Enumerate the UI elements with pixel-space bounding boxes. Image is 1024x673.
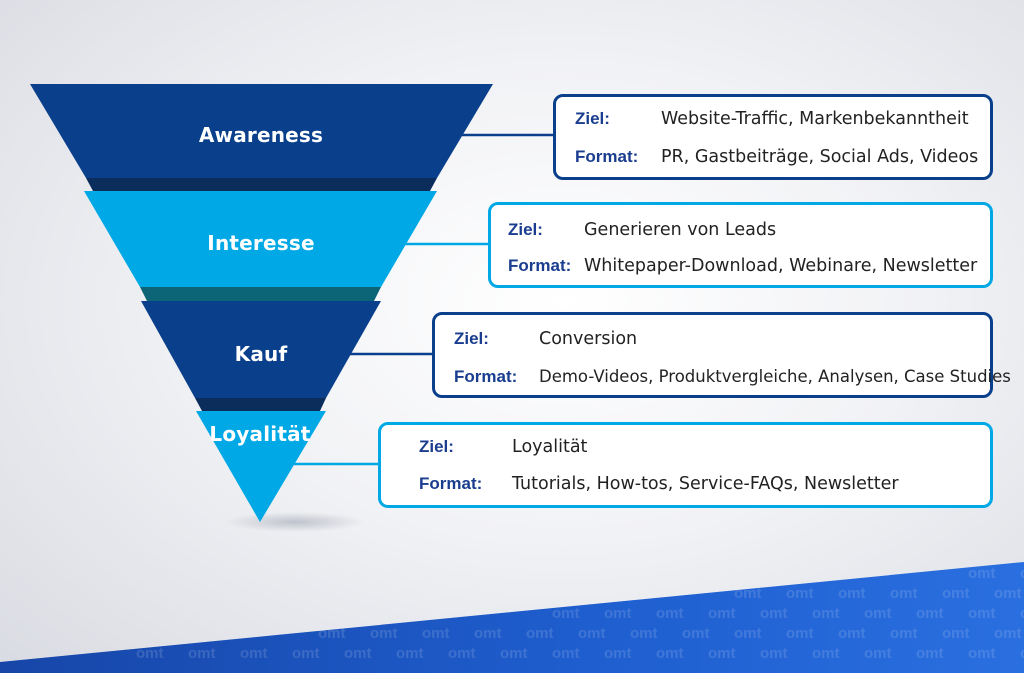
watermark-text: omt: [786, 585, 814, 602]
watermark-text: omt: [890, 585, 918, 602]
watermark-text: omt: [838, 585, 866, 602]
watermark-text: omt: [734, 625, 762, 642]
ziel-key: Ziel:: [419, 437, 454, 456]
watermark-text: omt: [890, 625, 918, 642]
watermark-text: omt: [994, 625, 1022, 642]
watermark-text: omt: [682, 625, 710, 642]
ziel-value: Website-Traffic, Markenbekanntheit: [661, 109, 969, 129]
watermark-text: omt: [734, 585, 762, 602]
watermark-text: omt: [1020, 605, 1024, 622]
funnel-band-interesse: [84, 191, 437, 287]
watermark-text: omt: [552, 645, 580, 662]
funnel-band-kauf: [141, 301, 381, 398]
watermark-text: omt: [656, 645, 684, 662]
format-key: Format:: [575, 147, 639, 166]
ziel-key: Ziel:: [508, 220, 543, 239]
watermark-text: omt: [604, 605, 632, 622]
watermark-text: omt: [916, 645, 944, 662]
watermark-text: omt: [838, 625, 866, 642]
watermark-text: omt: [942, 625, 970, 642]
watermark-text: omt: [708, 605, 736, 622]
watermark-text: omt: [630, 625, 658, 642]
watermark-text: omt: [708, 645, 736, 662]
funnel-band-loyalitaet: [196, 411, 326, 522]
format-value: Whitepaper-Download, Webinare, Newslette…: [584, 256, 978, 276]
watermark-text: omt: [968, 565, 996, 582]
watermark-text: omt: [786, 625, 814, 642]
funnel-band-awareness-edge: [86, 178, 437, 191]
watermark-text: omt: [292, 645, 320, 662]
watermark-text: omt: [422, 625, 450, 642]
info-box-loyalitaet: Ziel: Loyalität Format: Tutorials, How-t…: [378, 422, 993, 508]
watermark-text: omt: [552, 605, 580, 622]
info-box-kauf: Ziel: Conversion Format: Demo-Videos, Pr…: [432, 312, 1011, 398]
funnel-band-awareness: [30, 84, 493, 178]
ziel-key: Ziel:: [454, 329, 489, 348]
funnel-shadow: [225, 512, 365, 532]
watermark-pattern: omt omt omt omt omt omt omt omt omt omt omt omt omt o…: [136, 565, 1024, 662]
format-key: Format:: [454, 367, 518, 386]
ziel-value: Generieren von Leads: [584, 220, 777, 240]
watermark-text: omt: [344, 645, 372, 662]
ziel-value: Conversion: [539, 329, 638, 349]
watermark-text: omt: [396, 645, 424, 662]
watermark-text: omt: [994, 585, 1022, 602]
info-box-awareness: Ziel: Website-Traffic, Markenbekanntheit…: [553, 94, 993, 180]
watermark-text: omt: [760, 645, 788, 662]
funnel-band-kauf-edge: [195, 398, 326, 411]
funnel-label-interesse: Interesse: [207, 231, 315, 255]
watermark-text: omt: [448, 645, 476, 662]
funnel-label-loyalitaet: Loyalität: [209, 422, 311, 446]
funnel-label-kauf: Kauf: [234, 342, 288, 366]
watermark-text: omt: [1020, 565, 1024, 582]
watermark-text: omt: [578, 625, 606, 642]
watermark-text: omt: [500, 645, 528, 662]
format-value: Tutorials, How-tos, Service-FAQs, Newsle…: [512, 474, 899, 494]
watermark-text: omt: [968, 605, 996, 622]
ziel-key: Ziel:: [575, 109, 610, 128]
watermark-text: omt: [188, 645, 216, 662]
watermark-text: omt: [604, 645, 632, 662]
watermark-text: omt: [864, 645, 892, 662]
format-value: Demo-Videos, Produktvergleiche, Analysen…: [539, 367, 1011, 386]
watermark-text: omt: [1020, 645, 1024, 662]
watermark-text: omt: [864, 605, 892, 622]
watermark-text: omt: [370, 625, 398, 642]
format-key: Format:: [508, 256, 572, 275]
watermark-text: omt: [942, 585, 970, 602]
watermark-text: omt: [136, 645, 164, 662]
watermark-text: omt: [760, 605, 788, 622]
bottom-banner: [0, 562, 1024, 673]
watermark-text: omt: [968, 645, 996, 662]
ziel-value: Loyalität: [512, 437, 588, 457]
watermark-text: omt: [526, 625, 554, 642]
watermark-text: omt: [318, 625, 346, 642]
watermark-text: omt: [240, 645, 268, 662]
format-value: PR, Gastbeiträge, Social Ads, Videos: [661, 147, 979, 167]
format-key: Format:: [419, 474, 483, 493]
watermark-text: omt: [812, 605, 840, 622]
watermark-text: omt: [812, 645, 840, 662]
watermark-text: omt: [916, 605, 944, 622]
watermark-text: omt: [474, 625, 502, 642]
funnel-label-awareness: Awareness: [198, 123, 324, 147]
funnel-band-interesse-edge: [140, 287, 381, 301]
info-box-interesse: Ziel: Generieren von Leads Format: White…: [488, 202, 993, 288]
watermark-text: omt: [656, 605, 684, 622]
